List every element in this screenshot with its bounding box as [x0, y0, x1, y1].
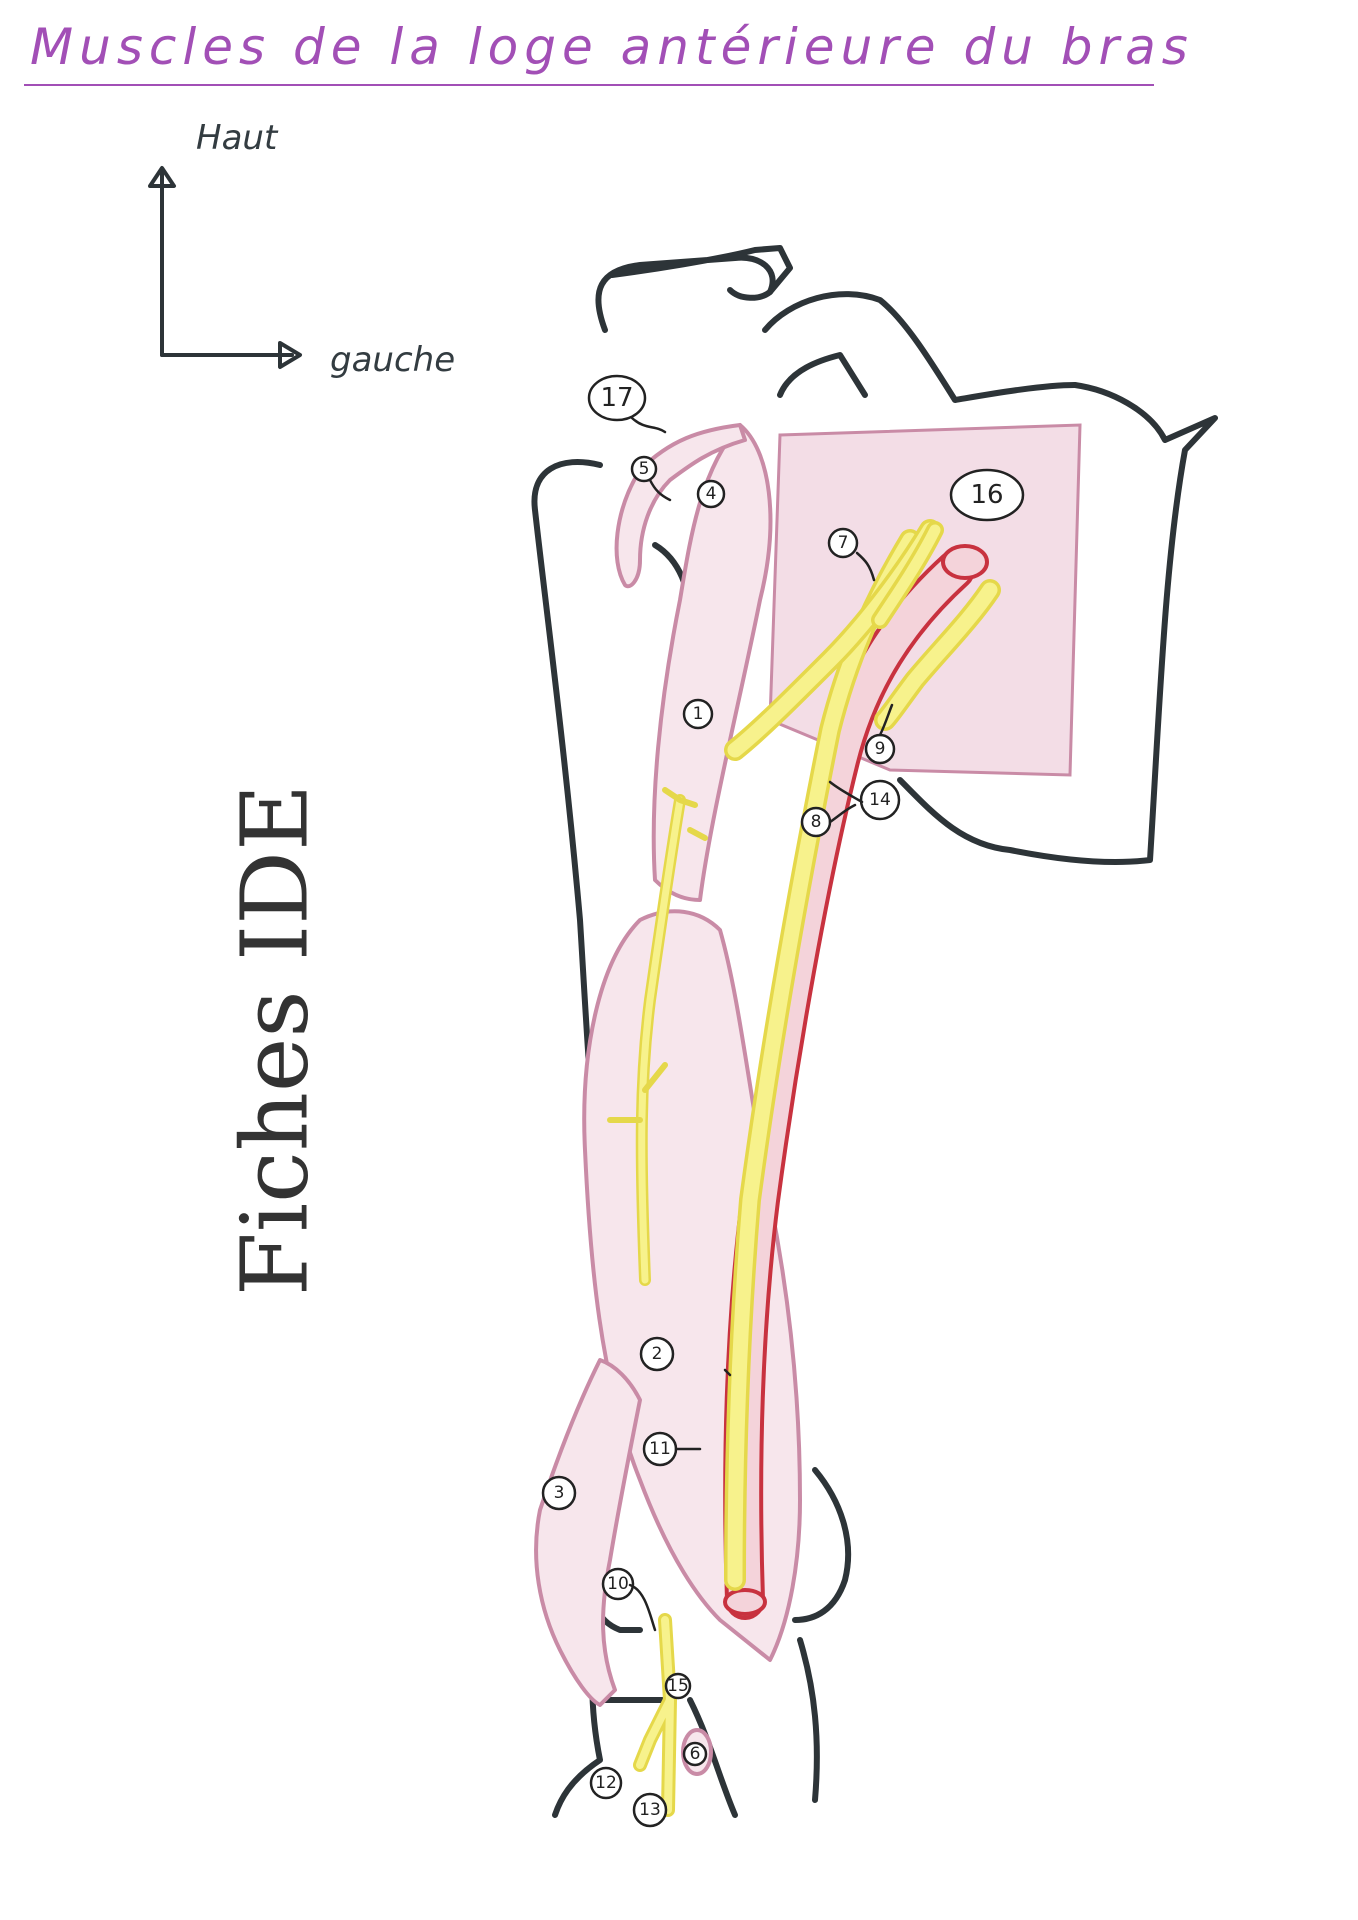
label-2: 2 [652, 1344, 663, 1364]
label-3: 3 [554, 1483, 565, 1503]
label-12: 12 [595, 1773, 617, 1793]
label-8: 8 [811, 812, 822, 832]
artery-lumen-proximal [943, 546, 987, 578]
acromion [765, 294, 1075, 400]
label-15: 15 [667, 1676, 689, 1696]
orientation-arrows [150, 168, 300, 367]
brachialis [536, 1360, 640, 1705]
label-7: 7 [838, 533, 849, 553]
label-10: 10 [607, 1574, 629, 1594]
label-6: 6 [690, 1744, 701, 1764]
label-11: 11 [649, 1439, 671, 1459]
clavicle [598, 248, 790, 330]
label-14: 14 [869, 790, 891, 810]
label-4: 4 [706, 484, 717, 504]
label-16: 16 [970, 480, 1003, 510]
label-9: 9 [875, 739, 886, 759]
coracoid-process [780, 355, 865, 395]
label-13: 13 [639, 1800, 661, 1820]
label-1: 1 [693, 704, 704, 724]
label-17: 17 [600, 383, 633, 413]
artery-lumen-distal [725, 1590, 765, 1614]
label-5: 5 [639, 459, 650, 479]
